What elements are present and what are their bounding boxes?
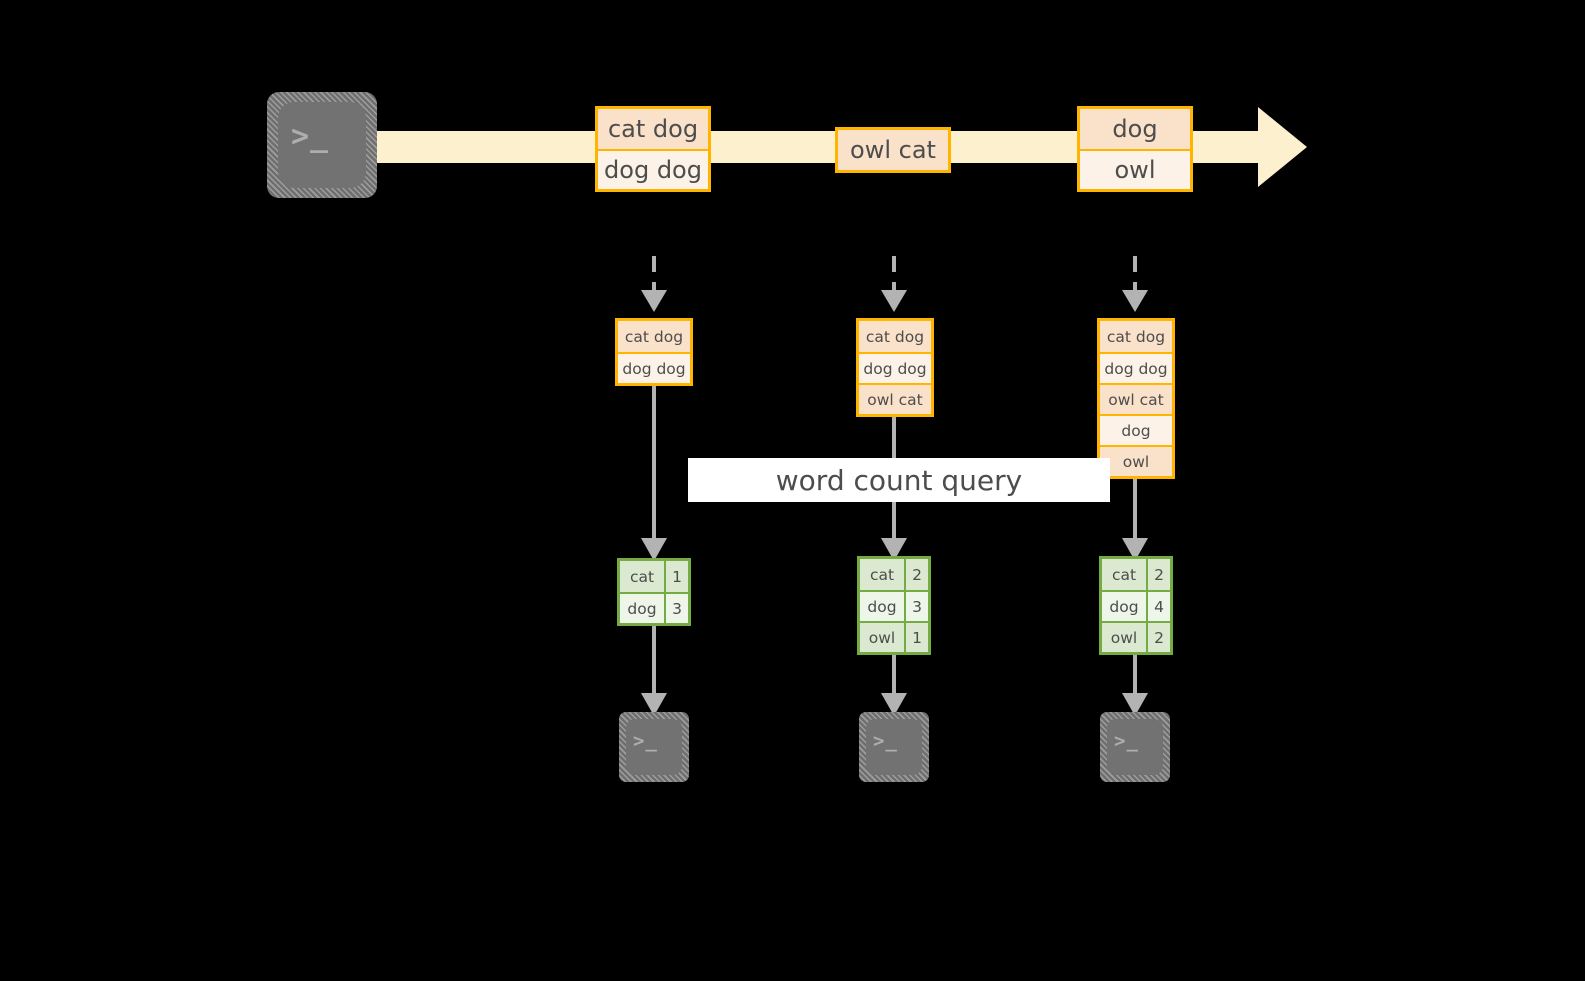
arrowhead-dashed-2 <box>881 290 907 312</box>
terminal-prompt-glyph: >_ <box>633 730 658 752</box>
result-row: owl 2 <box>1102 621 1170 652</box>
snapshot-1-input-box: cat dog dog dog <box>615 318 693 386</box>
result-count: 2 <box>1146 559 1170 590</box>
snapshot-input-line: cat dog <box>618 321 690 352</box>
snapshot-input-line: dog dog <box>618 352 690 383</box>
result-word: cat <box>1111 565 1137 584</box>
snapshot-2-input-box: cat dog dog dog owl cat <box>856 318 934 417</box>
result-count: 3 <box>904 592 928 621</box>
arrowhead-dashed-3 <box>1122 290 1148 312</box>
snapshot-1-result-table: cat 1 dog 3 <box>617 558 691 626</box>
result-word: cat <box>629 567 655 586</box>
result-row: owl 1 <box>860 621 928 652</box>
snapshot-input-line: dog <box>1100 414 1172 445</box>
snapshot-input-line: owl cat <box>1100 383 1172 414</box>
snapshot-input-line: owl <box>1100 445 1172 476</box>
terminal-face <box>626 719 682 775</box>
sink-terminal-icon-3: >_ <box>1100 712 1170 782</box>
query-label: word count query <box>688 458 1110 502</box>
result-row: dog 3 <box>620 592 688 623</box>
snapshot-input-line: cat dog <box>1100 321 1172 352</box>
terminal-face <box>866 719 922 775</box>
result-count: 2 <box>904 559 928 590</box>
result-count: 4 <box>1146 592 1170 621</box>
snapshot-3-result-table: cat 2 dog 4 owl 2 <box>1099 556 1173 655</box>
stream-record-1: cat dog dog dog <box>595 106 711 192</box>
result-row: cat 1 <box>620 561 688 592</box>
result-word: dog <box>867 597 897 616</box>
stream-record-line: cat dog <box>598 109 708 149</box>
sink-terminal-icon-2: >_ <box>859 712 929 782</box>
stream-record-3: dog owl <box>1077 106 1193 192</box>
result-count: 1 <box>904 623 928 652</box>
result-row: cat 2 <box>860 559 928 590</box>
stream-record-line: owl <box>1080 149 1190 189</box>
terminal-face <box>1107 719 1163 775</box>
snapshot-input-line: owl cat <box>859 383 931 414</box>
result-word: owl <box>1110 628 1138 647</box>
result-count: 1 <box>664 561 688 592</box>
result-word: cat <box>869 565 895 584</box>
result-word: dog <box>1109 597 1139 616</box>
source-terminal-icon: >_ <box>267 92 377 198</box>
result-word: owl <box>868 628 896 647</box>
sink-terminal-icon-1: >_ <box>619 712 689 782</box>
stream-record-2: owl cat <box>835 127 951 173</box>
terminal-prompt-glyph: >_ <box>291 119 330 154</box>
stream-record-line: dog <box>1080 109 1190 149</box>
arrowhead-dashed-1 <box>641 290 667 312</box>
terminal-face <box>278 102 366 188</box>
result-count: 2 <box>1146 623 1170 652</box>
result-row: cat 2 <box>1102 559 1170 590</box>
snapshot-3-input-box: cat dog dog dog owl cat dog owl <box>1097 318 1175 479</box>
result-row: dog 3 <box>860 590 928 621</box>
terminal-prompt-glyph: >_ <box>1114 730 1139 752</box>
stream-record-line: owl cat <box>838 130 948 170</box>
terminal-prompt-glyph: >_ <box>873 730 898 752</box>
result-row: dog 4 <box>1102 590 1170 621</box>
result-word: dog <box>627 599 657 618</box>
snapshot-2-result-table: cat 2 dog 3 owl 1 <box>857 556 931 655</box>
snapshot-input-line: cat dog <box>859 321 931 352</box>
result-count: 3 <box>664 594 688 623</box>
snapshot-input-line: dog dog <box>859 352 931 383</box>
snapshot-input-line: dog dog <box>1100 352 1172 383</box>
stream-record-line: dog dog <box>598 149 708 189</box>
